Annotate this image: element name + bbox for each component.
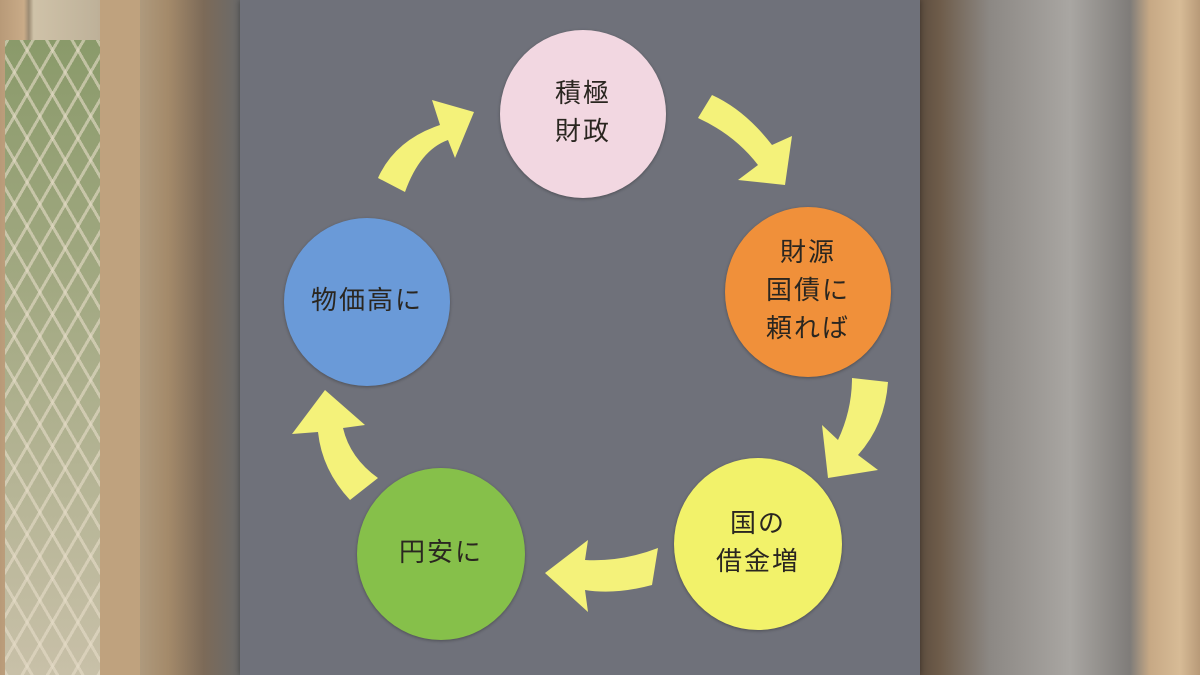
node-inflation: 物価高に (284, 218, 450, 386)
node-label: 国の 借金増 (715, 509, 800, 577)
arrow-n4-to-n5 (292, 390, 378, 500)
arrow-n5-to-n1 (378, 100, 474, 192)
wooden-post (100, 0, 140, 675)
node-national-debt: 国の 借金増 (674, 458, 842, 630)
node-label: 財源 国債に 頼れば (765, 238, 850, 344)
node-active-fiscal-policy: 積極 財政 (500, 30, 666, 198)
node-label: 物価高に (310, 286, 423, 317)
lattice-window (5, 40, 100, 675)
node-label: 円安に (398, 538, 483, 569)
node-government-bonds: 財源 国債に 頼れば (725, 207, 891, 377)
arrow-n1-to-n2 (698, 95, 792, 185)
stone-background-right (920, 0, 1200, 675)
arrow-n2-to-n3 (822, 378, 888, 478)
node-label: 積極 財政 (554, 79, 611, 147)
node-weak-yen: 円安に (357, 468, 525, 640)
arrow-n3-to-n4 (545, 540, 658, 612)
